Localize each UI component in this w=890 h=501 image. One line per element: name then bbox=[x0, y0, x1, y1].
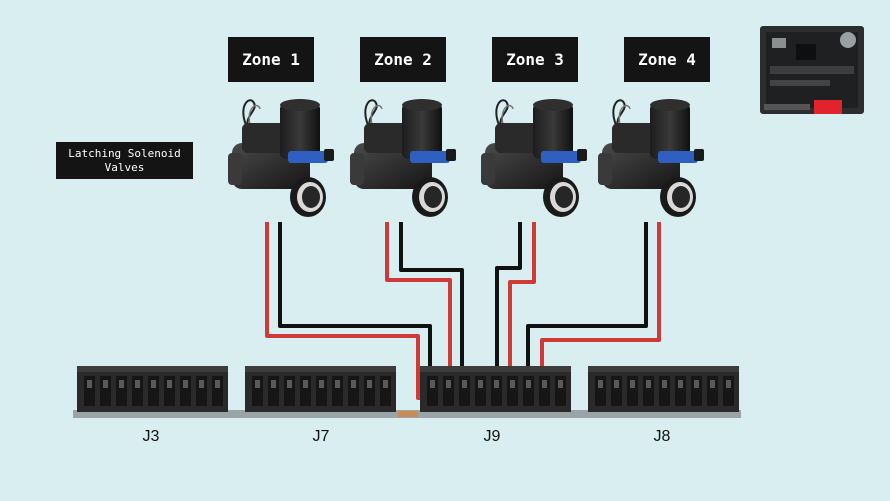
connector-j3-label: J3 bbox=[142, 428, 160, 445]
solenoid-valve-icon bbox=[481, 99, 587, 217]
zone-1-label: Zone 1 bbox=[228, 37, 314, 82]
connector-j9-label: J9 bbox=[483, 428, 501, 445]
controller-board-icon bbox=[760, 26, 864, 114]
solenoid-valve-icon bbox=[350, 99, 456, 217]
zone-4-label: Zone 4 bbox=[624, 37, 710, 82]
zone-3-label: Zone 3 bbox=[492, 37, 578, 82]
terminal-block-3 bbox=[420, 366, 571, 412]
zone-4-black-wire bbox=[526, 222, 648, 384]
zone-2-label: Zone 2 bbox=[360, 37, 446, 82]
connector-j7-label: J7 bbox=[312, 428, 330, 445]
zone-3-black-wire bbox=[495, 222, 522, 384]
valves-caption: Latching Solenoid Valves bbox=[56, 142, 193, 179]
terminal-block-4 bbox=[588, 366, 739, 412]
solenoid-valve-icon bbox=[598, 99, 704, 217]
zone-1-black-wire bbox=[278, 222, 432, 384]
solenoid-valve-icon bbox=[228, 99, 334, 217]
connector-j8-label: J8 bbox=[653, 428, 671, 445]
terminal-block-1 bbox=[77, 366, 228, 412]
zone-2-black-wire bbox=[399, 222, 464, 384]
rail-marker bbox=[398, 411, 418, 417]
terminal-block-2 bbox=[245, 366, 396, 412]
